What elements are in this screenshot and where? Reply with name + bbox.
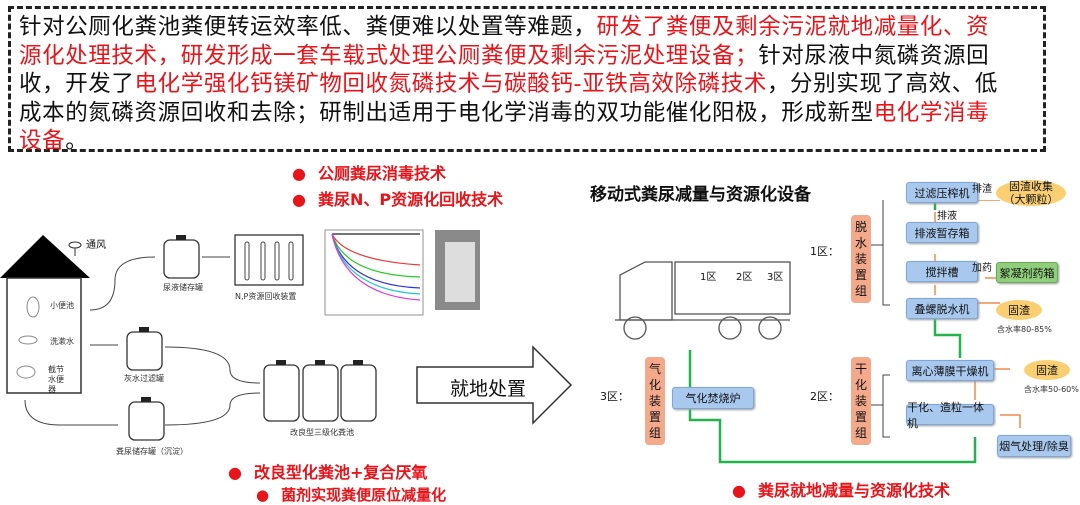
np-device-label: N,P资源回收装置 [235,292,297,301]
fixture-label: 洗漱水 [50,337,74,346]
zone3-label: 3区： [600,390,629,403]
drain-label: 排液 [937,211,957,222]
flue-gas-box: 烟气处理/除臭 [997,435,1071,457]
solid-ellipse: 固渣 [1024,360,1070,380]
screw-dewater-box: 叠螺脱水机 [906,298,978,319]
septic-label: 改良型三级化粪池 [290,428,354,437]
text: 。 [65,128,89,154]
zone2-label: 2区： [810,390,839,403]
group-drying: 干化装置组 [851,357,871,445]
group-dewatering: 脱水装置组 [851,215,871,303]
dose-label: 加药 [972,263,992,274]
house [6,277,82,394]
highlight-text: 设备 [19,128,66,154]
septic-tank [340,364,377,422]
moisture-label: 含水率50-60% [1024,385,1079,394]
bullet-equipment: 粪尿就地减量与资源化技术 [732,477,950,501]
house-roof [0,235,90,278]
centrifuge-dryer-box: 离心薄膜干燥机 [906,360,994,381]
gasifier-box: 气化焚烧炉 [672,387,754,409]
filter-press-box: 过滤压榨机 [906,182,978,203]
highlight-text: 研发了粪便及剩余污泥就地减量化、资 [596,14,990,40]
highlight-text: 电化学消毒 [873,99,990,126]
feces-tank [128,401,165,441]
grey-water-tank [126,331,163,371]
truck-zone-label: 2区 [736,272,753,283]
urinal-icon [26,296,40,318]
vent-label: 通风 [86,240,106,251]
flow-line [164,392,261,426]
equipment-title: 移动式粪尿减量与资源化设备 [590,185,811,205]
flow-line [24,399,118,426]
truck-drawing [615,261,791,340]
toilet-process-diagram [0,229,480,441]
np-recovery-device [234,234,304,286]
zone1-label: 1区： [810,245,839,258]
bullet-septic-cont: 菌剂实现粪便原位减量化 [256,484,446,505]
text: 成本的氮磷资源回收和去除；研制出适用于电化学消毒的双功能催化阳极，形成新型 [19,99,874,126]
moisture-label: 含水率80-85% [997,325,1052,334]
bullet-disinfection: 公厕粪尿消毒技术 [292,160,446,184]
urine-tank-label: 尿液储存罐 [163,283,203,292]
slag-label: 排渣 [972,184,992,195]
toilet-icon [16,365,36,379]
text: 固渣收集 [1009,180,1053,193]
truck-zone-label: 3区 [767,272,784,283]
text: 针对公厕化粪池粪便转运效率低、粪便难以处置等难题， [19,14,597,40]
drain-tank-box: 排液暂存箱 [906,222,978,243]
solid-ellipse: 固渣 [996,300,1042,320]
feces-tank-label: 粪尿储存罐（沉淀） [116,447,188,456]
big-arrow [416,345,573,425]
flow-line [89,256,156,311]
highlight-text: 电化学强化钙镁矿物回收氮磷技术与碳酸钙-亚铁高效除磷技术 [134,71,767,97]
solid-collection-ellipse: 固渣收集（大颗粒） [996,180,1066,206]
grey-tank-label: 灰水过滤罐 [124,374,164,383]
flow-line [164,346,261,384]
coagulant-box: 絮凝剂药箱 [996,262,1058,283]
intro-text-box: 针对公厕化粪池粪便转运效率低、粪便难以处置等难题，研发了粪便及剩余污泥就地减量化… [8,6,1046,154]
chart-photo [324,229,424,316]
vent-icon [68,241,82,249]
text: （大颗粒） [1003,193,1059,206]
text: 收，开发了 [19,71,135,97]
bullet-np-recovery: 粪尿N、P资源化回收技术 [292,186,503,210]
fixture-label: 小便池 [50,301,74,310]
arrow-label: 就地处置 [450,378,527,400]
dry-granulator-box: 干化、造粒一体机 [906,401,994,430]
bullet-septic: 改良型化粪池+复合厌氧 [228,459,427,483]
highlight-text: 源化处理技术，研发形成一套车载式处理公厕粪便及剩余污泥处理设备； [19,42,759,69]
text: 针对尿液中氮磷资源回 [758,42,990,69]
stir-tank-box: 搅拌槽 [906,261,978,282]
group-gasification: 气化装置组 [645,357,665,445]
text: ，分别实现了高效、低 [766,71,998,97]
truck-zone-label: 1区 [700,272,717,283]
urine-tank [163,239,200,279]
fixture-label: 截节水便器 [48,365,64,394]
sink-icon [18,335,38,345]
